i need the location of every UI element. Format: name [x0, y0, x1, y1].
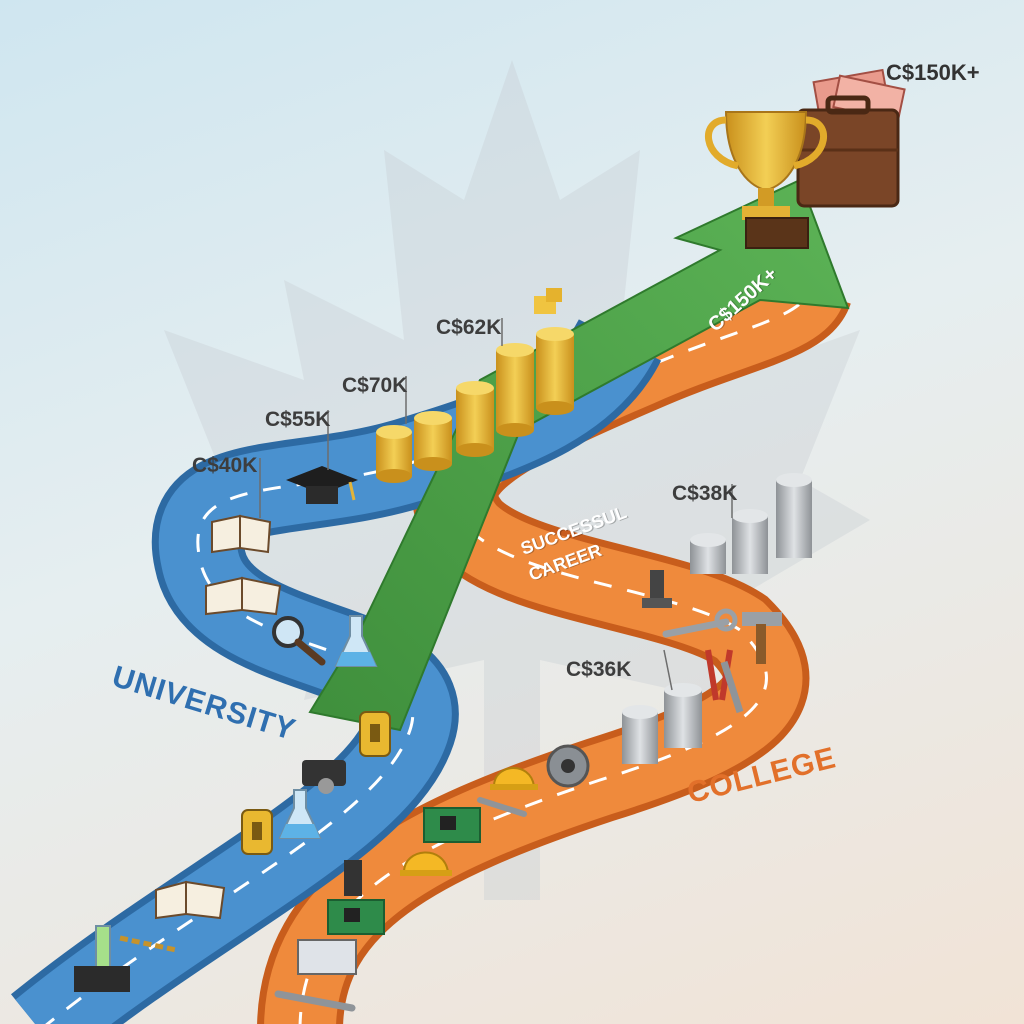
microscope-icon	[359, 711, 391, 757]
gold-coin-stack-icon	[536, 327, 574, 415]
magnifier-icon	[272, 616, 326, 666]
briefcase-icon	[796, 95, 900, 208]
trophy-icon	[704, 111, 828, 249]
hard-hat-icon	[490, 767, 538, 790]
silver-coin-stack-icon	[776, 473, 812, 558]
gold-coin-stack-icon	[496, 343, 534, 437]
wrench-icon	[274, 990, 356, 1012]
gold-coin-stack-icon	[456, 381, 494, 457]
university-milestone-3: C$70K	[342, 374, 408, 397]
milestone-pointers	[259, 318, 733, 691]
circuit-board-icon	[423, 807, 481, 843]
silver-coin-stack-icon	[732, 509, 768, 574]
flask-icon	[74, 925, 130, 992]
flask-icon	[278, 789, 322, 839]
hard-hat-icon	[400, 851, 452, 876]
top-salary-label: C$150K+	[886, 60, 980, 85]
drill-icon	[642, 570, 672, 608]
graduation-cap-icon	[286, 466, 358, 504]
silver-coin-stack-icon	[690, 533, 726, 574]
circuit-board-icon	[327, 899, 385, 935]
meter-icon	[344, 860, 362, 896]
university-milestone-1: C$40K	[192, 454, 258, 477]
silver-coin-stacks	[622, 473, 812, 764]
wrench-icon	[720, 660, 744, 714]
gold-coin-stack-icon	[414, 411, 452, 471]
hammer-icon	[742, 612, 782, 664]
silver-coin-stack-icon	[664, 683, 702, 748]
microscope-icon	[241, 809, 273, 855]
gold-coin-stack-icon	[376, 425, 412, 483]
silver-coin-stack-icon	[622, 705, 658, 764]
college-milestone-2: C$36K	[566, 658, 632, 681]
top-reward	[704, 68, 906, 249]
gold-coin-stacks	[376, 288, 574, 483]
blueprint-icon	[297, 939, 357, 975]
camera-icon	[302, 760, 346, 794]
wrench-icon	[477, 797, 527, 817]
university-milestone-2: C$55K	[265, 408, 331, 431]
wrench-icon	[662, 608, 738, 638]
college-milestone-1: C$38K	[672, 482, 738, 505]
university-icons	[74, 466, 391, 992]
gear-tool-icon	[546, 744, 590, 788]
book-icon	[205, 576, 282, 616]
book-icon	[211, 514, 272, 554]
college-icons	[274, 570, 782, 1012]
pencil-icon	[119, 935, 177, 953]
university-milestone-4: C$62K	[436, 316, 502, 339]
flask-icon	[334, 615, 378, 667]
gold-coin-small-icon	[534, 288, 562, 314]
book-icon	[155, 880, 226, 920]
